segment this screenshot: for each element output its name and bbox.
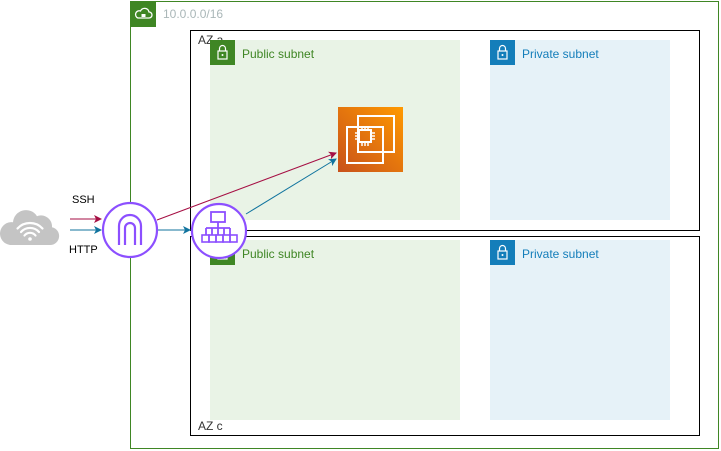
ssh-label: SSH	[72, 194, 95, 206]
padlock-icon	[497, 244, 508, 260]
vpc-cidr-label: 10.0.0.0/16	[163, 7, 224, 21]
public-subnet-c-label: Public subnet	[242, 247, 315, 261]
internet	[0, 205, 60, 247]
internet-gateway-icon	[101, 201, 159, 259]
ssh-to-ec2-arrow	[156, 151, 337, 221]
az-c-label: AZ c	[198, 419, 223, 433]
private-subnet-c	[490, 240, 670, 420]
internet-cloud-icon	[0, 210, 60, 246]
availability-zone-c	[190, 236, 700, 436]
internet-gateway[interactable]	[101, 201, 159, 259]
private-subnet-c-label: Private subnet	[522, 247, 599, 261]
private-subnet-a	[490, 40, 670, 220]
ec2-instance[interactable]	[338, 107, 403, 172]
availability-zone-a	[190, 30, 700, 231]
vpc-badge	[131, 2, 156, 27]
ec2-instance-icon	[338, 107, 403, 172]
application-load-balancer-icon	[190, 202, 248, 260]
public-subnet-a-label: Public subnet	[242, 47, 315, 61]
padlock-icon	[497, 44, 508, 60]
http-label: HTTP	[69, 244, 98, 256]
public-subnet-c	[210, 240, 460, 420]
application-load-balancer[interactable]	[190, 202, 248, 260]
public-subnet-a-badge	[210, 40, 235, 65]
private-subnet-a-label: Private subnet	[522, 47, 599, 61]
padlock-icon	[217, 44, 228, 60]
private-subnet-a-badge	[490, 40, 515, 65]
public-subnet-a	[210, 40, 460, 220]
alb-to-ec2-arrow	[245, 158, 337, 215]
private-subnet-c-badge	[490, 240, 515, 265]
cloud-lock-icon	[134, 7, 153, 19]
